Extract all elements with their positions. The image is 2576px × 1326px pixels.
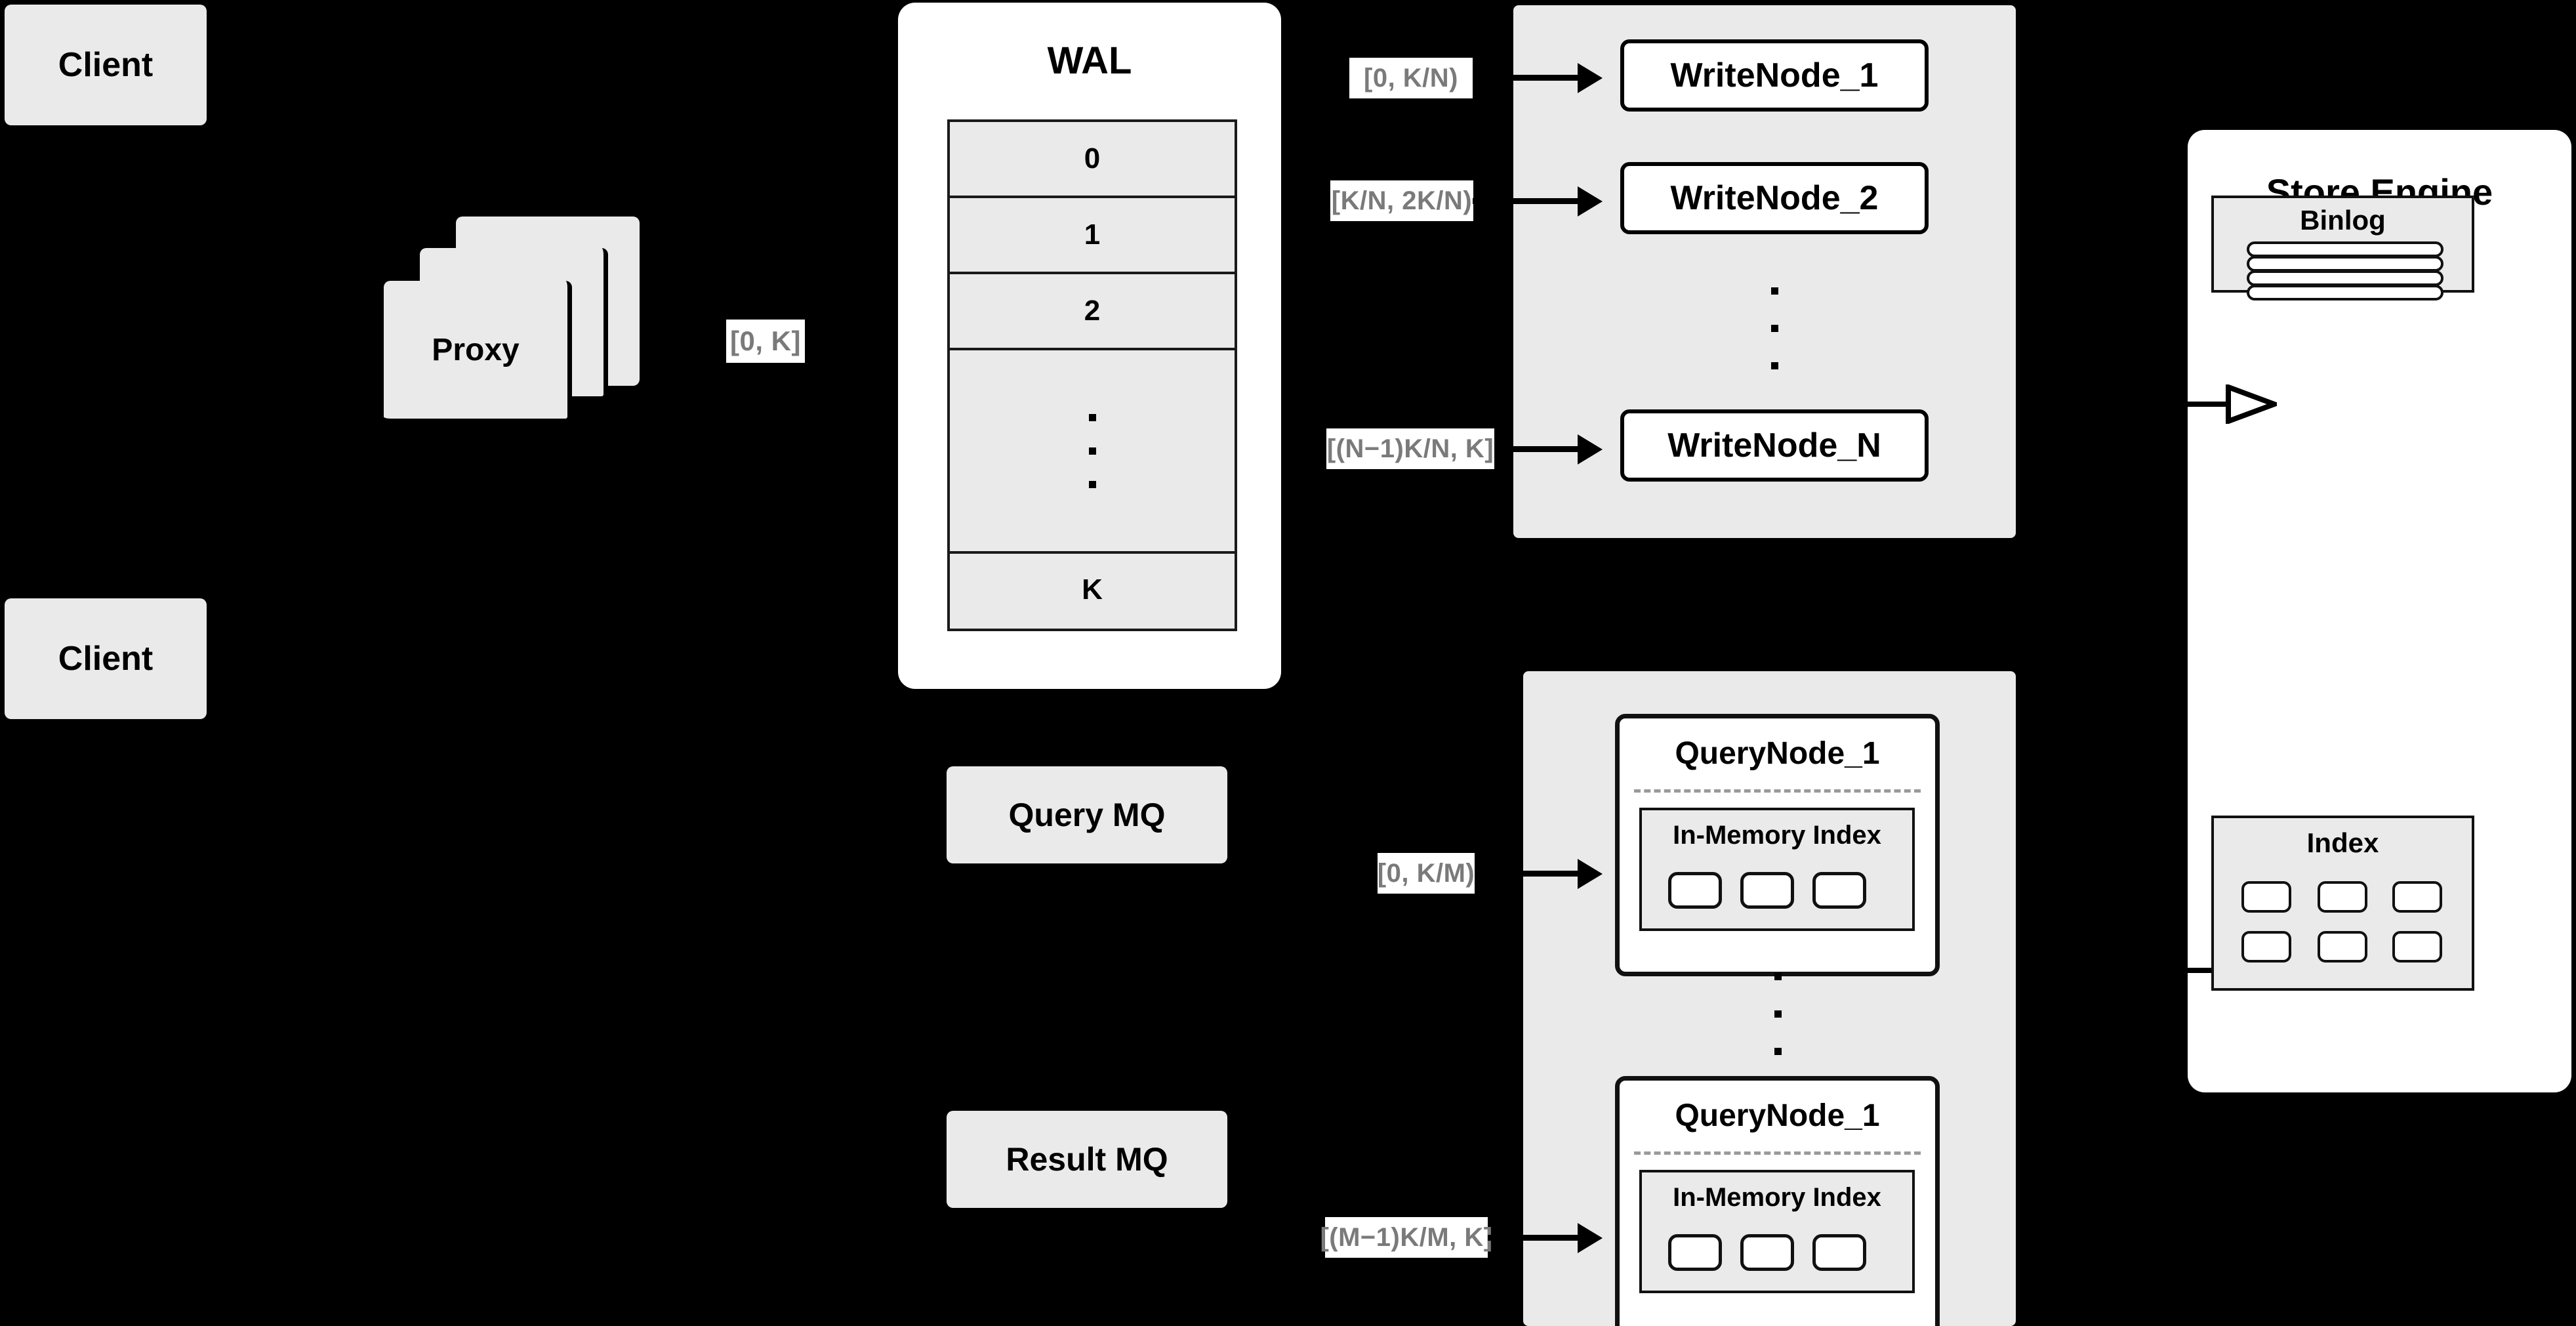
client-box-bottom[interactable]: Client bbox=[5, 598, 207, 719]
arrow-head-query-node-m bbox=[1578, 1223, 1603, 1253]
arrow-head-write-node-1 bbox=[1578, 63, 1603, 93]
query-node-box-1[interactable]: QueryNode_1 In-Memory Index bbox=[1615, 714, 1940, 976]
edge-label-text: [(M−1)K/M, K] bbox=[1320, 1222, 1493, 1252]
in-memory-index-label-2: In-Memory Index bbox=[1673, 1183, 1881, 1212]
arrow-line-query-node-m bbox=[1488, 1235, 1578, 1241]
binlog-box: Binlog bbox=[2211, 196, 2474, 300]
write-node-label: WriteNode_N bbox=[1667, 426, 1881, 465]
edge-label-write-node-1: [0, K/N) bbox=[1349, 58, 1473, 98]
proxy-label: Proxy bbox=[432, 332, 520, 367]
write-node-label: WriteNode_1 bbox=[1670, 56, 1879, 94]
arrow-line-write-node-1 bbox=[1473, 75, 1578, 81]
index-cell bbox=[2318, 881, 2367, 913]
in-memory-index-box-2: In-Memory Index bbox=[1639, 1170, 1915, 1293]
arrow-head-write-node-2 bbox=[1578, 186, 1603, 217]
edge-label-text: [0, K/N) bbox=[1364, 63, 1458, 93]
binlog-bar bbox=[2247, 270, 2443, 286]
wal-row-label: 0 bbox=[1084, 142, 1101, 175]
client-label-top: Client bbox=[58, 46, 153, 84]
edge-label-text: [(N−1)K/N, K] bbox=[1326, 434, 1494, 463]
write-node-box-2[interactable]: WriteNode_2 bbox=[1620, 162, 1929, 234]
binlog-bar bbox=[2247, 285, 2443, 300]
arrow-line-write-node-n bbox=[1494, 446, 1578, 452]
wal-row-label: K bbox=[1082, 573, 1103, 606]
result-mq-box[interactable]: Result MQ bbox=[947, 1111, 1227, 1208]
in-memory-index-cell bbox=[1740, 1234, 1794, 1271]
proxy-stack[interactable]: Proxy bbox=[384, 217, 725, 433]
index-cell bbox=[2241, 931, 2291, 963]
edge-label-query-node-m: [(M−1)K/M, K] bbox=[1320, 1217, 1492, 1258]
edge-label-text: [K/N, 2K/N) bbox=[1331, 186, 1473, 215]
wal-vertical-ellipsis-icon bbox=[950, 350, 1235, 551]
in-memory-index-cell bbox=[1812, 872, 1866, 909]
binlog-arrow-line bbox=[2188, 402, 2230, 407]
query-mq-box[interactable]: Query MQ bbox=[947, 766, 1227, 863]
in-memory-index-cell bbox=[1668, 872, 1722, 909]
arrow-line-write-node-2 bbox=[1473, 198, 1578, 204]
binlog-title: Binlog bbox=[2300, 205, 2386, 236]
index-cell bbox=[2318, 931, 2367, 963]
edge-label-write-node-n: [(N−1)K/N, K] bbox=[1326, 428, 1494, 469]
proxy-card-front[interactable]: Proxy bbox=[384, 281, 572, 423]
binlog-bar bbox=[2247, 241, 2443, 257]
index-cell bbox=[2241, 881, 2291, 913]
edge-label-proxy-to-wal: [0, K] bbox=[726, 320, 805, 363]
index-box: Index bbox=[2211, 816, 2474, 991]
index-cell bbox=[2392, 881, 2442, 913]
wal-row-ellipsis bbox=[950, 350, 1235, 554]
index-title: Index bbox=[2306, 827, 2379, 858]
query-node-divider-1 bbox=[1634, 789, 1921, 793]
in-memory-index-cell bbox=[1812, 1234, 1866, 1271]
query-node-divider-2 bbox=[1634, 1151, 1921, 1155]
query-mq-label: Query MQ bbox=[1008, 797, 1166, 833]
wal-title: WAL bbox=[1047, 39, 1132, 82]
write-node-box-n[interactable]: WriteNode_N bbox=[1620, 409, 1929, 482]
write-node-vertical-ellipsis-icon bbox=[1737, 269, 1812, 387]
write-node-box-1[interactable]: WriteNode_1 bbox=[1620, 39, 1929, 112]
query-node-vertical-ellipsis-icon bbox=[1740, 955, 1815, 1073]
client-box-top[interactable]: Client bbox=[5, 5, 207, 125]
wal-row: K bbox=[950, 554, 1235, 626]
in-memory-index-box-1: In-Memory Index bbox=[1639, 808, 1915, 931]
binlog-arrow-head-hollow-icon bbox=[2226, 384, 2277, 424]
index-arrow-line bbox=[2188, 968, 2230, 973]
wal-row: 1 bbox=[950, 198, 1235, 274]
wal-row: 0 bbox=[950, 122, 1235, 198]
edge-label-write-node-2: [K/N, 2K/N) bbox=[1330, 180, 1473, 221]
in-memory-index-cell bbox=[1740, 872, 1794, 909]
wal-panel: WAL 0 1 2 K bbox=[898, 3, 1281, 689]
query-node-label-1: QueryNode_1 bbox=[1675, 736, 1880, 771]
binlog-inbound-arrow bbox=[2188, 384, 2280, 424]
edge-label-text: [0, K] bbox=[730, 325, 801, 356]
store-engine-panel: Store Engine Binlog Index bbox=[2188, 130, 2571, 1092]
in-memory-index-label-1: In-Memory Index bbox=[1673, 821, 1881, 850]
write-node-label: WriteNode_2 bbox=[1670, 179, 1879, 217]
result-mq-label: Result MQ bbox=[1006, 1141, 1168, 1178]
edge-label-query-node-1: [0, K/M) bbox=[1378, 853, 1475, 894]
edge-label-text: [0, K/M) bbox=[1377, 858, 1475, 888]
query-node-box-2[interactable]: QueryNode_1 In-Memory Index bbox=[1615, 1076, 1940, 1326]
in-memory-index-cell bbox=[1668, 1234, 1722, 1271]
wal-row-label: 2 bbox=[1084, 295, 1101, 327]
arrow-head-query-node-1 bbox=[1578, 859, 1603, 889]
binlog-bar bbox=[2247, 256, 2443, 272]
wal-entry-table: 0 1 2 K bbox=[947, 119, 1237, 631]
proxy-to-wal-connector bbox=[640, 341, 669, 347]
arrow-head-write-node-n bbox=[1578, 434, 1603, 465]
wal-row: 2 bbox=[950, 274, 1235, 350]
query-node-label-2: QueryNode_1 bbox=[1675, 1098, 1880, 1133]
index-cell bbox=[2392, 931, 2442, 963]
arrow-line-query-node-1 bbox=[1475, 871, 1578, 877]
client-label-bottom: Client bbox=[58, 640, 153, 678]
wal-row-label: 1 bbox=[1084, 218, 1101, 251]
